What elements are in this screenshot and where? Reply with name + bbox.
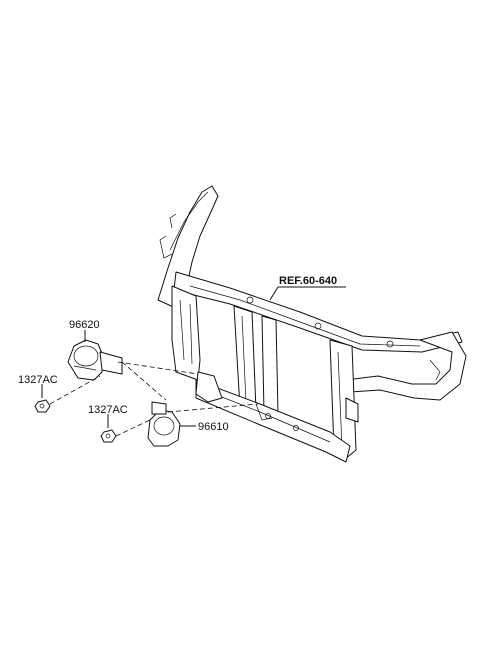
nut-right: 1327AC: [88, 404, 128, 443]
horn-lower-part-no: 96610: [198, 421, 229, 433]
ref-label: REF.60-640: [279, 275, 337, 287]
nut-right-part-no: 1327AC: [88, 404, 128, 416]
ref-callout: REF.60-640: [269, 275, 346, 301]
horn-upper: 96620: [67, 319, 123, 381]
assembly-lines: [49, 361, 259, 437]
nut-left: 1327AC: [18, 374, 58, 413]
front-end-carrier: [157, 185, 467, 463]
horn-upper-part-no: 96620: [69, 319, 100, 331]
horn-lower: 96610: [147, 401, 229, 447]
nut-left-part-no: 1327AC: [18, 374, 58, 386]
ref-leader-line: [269, 286, 279, 301]
